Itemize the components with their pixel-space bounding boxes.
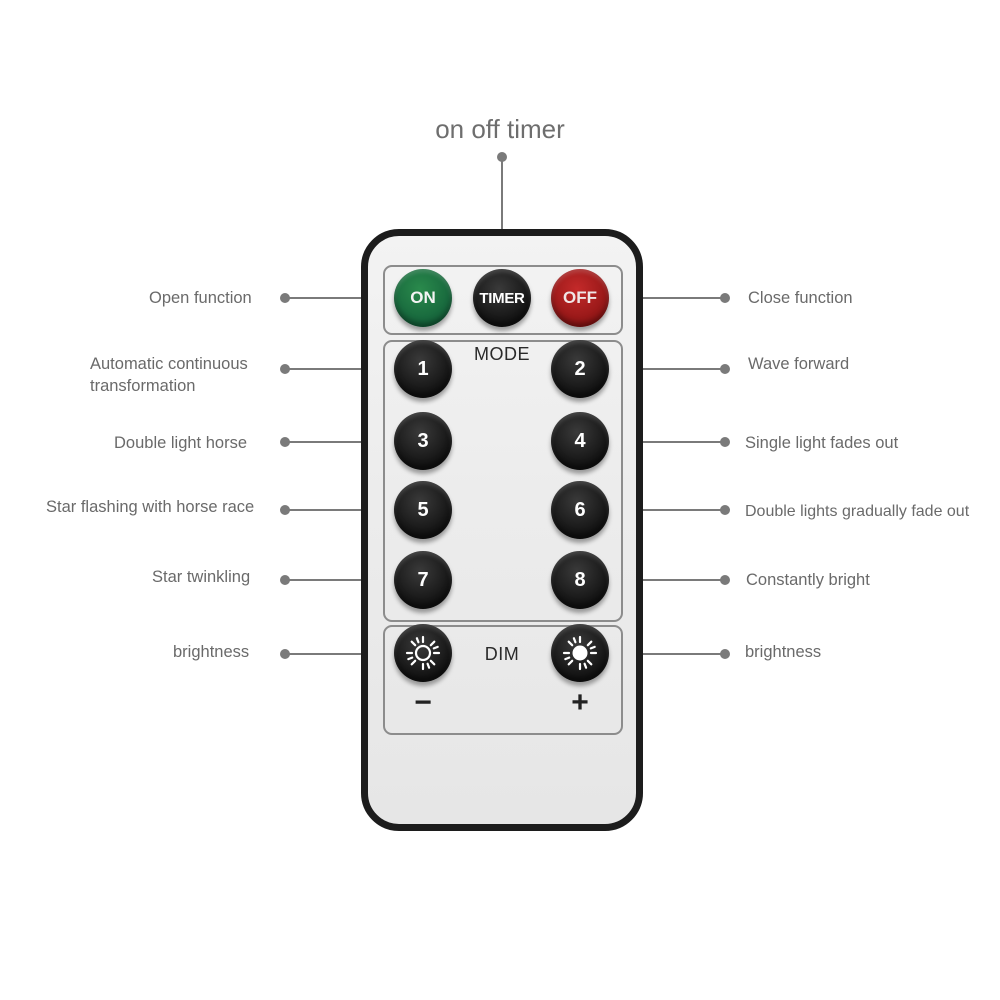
- mode-button-4-label: 4: [574, 429, 586, 452]
- timer-button[interactable]: TIMER: [473, 269, 531, 327]
- brightness-down-button[interactable]: [394, 624, 452, 682]
- label-single-fade: Single light fades out: [745, 434, 899, 452]
- mode-button-5-label: 5: [417, 498, 429, 521]
- label-close-function: Close function: [748, 289, 853, 307]
- mode-button-7[interactable]: 7: [394, 551, 452, 609]
- mode-button-6-label: 6: [574, 498, 586, 521]
- label-auto-transform-line2: transformation: [90, 377, 196, 395]
- brightness-minus-sign: −: [414, 686, 432, 719]
- mode-button-8-label: 8: [574, 568, 586, 591]
- mode-button-3[interactable]: 3: [394, 412, 452, 470]
- label-auto-transform-line1: Automatic continuous: [90, 355, 248, 373]
- mode-button-1[interactable]: 1: [394, 340, 452, 398]
- dim-panel: [383, 625, 623, 735]
- timer-callout-title: on off timer: [435, 114, 565, 144]
- brightness-up-button[interactable]: [551, 624, 609, 682]
- label-brightness-right: brightness: [745, 643, 822, 661]
- brightness-plus-sign: +: [571, 686, 589, 719]
- mode-button-2[interactable]: 2: [551, 340, 609, 398]
- label-star-twinkling: Star twinkling: [152, 568, 251, 586]
- mode-button-1-label: 1: [417, 357, 429, 380]
- mode-button-7-label: 7: [417, 568, 429, 591]
- on-button[interactable]: ON: [394, 269, 452, 327]
- label-brightness-left: brightness: [173, 643, 250, 661]
- mode-button-5[interactable]: 5: [394, 481, 452, 539]
- mode-panel: [383, 340, 623, 622]
- mode-button-2-label: 2: [574, 357, 586, 380]
- power-panel: [383, 265, 623, 335]
- label-wave-forward: Wave forward: [748, 355, 850, 373]
- label-star-horse-race: Star flashing with horse race: [46, 498, 255, 516]
- sun-outline-icon: [405, 635, 441, 671]
- mode-button-3-label: 3: [417, 429, 429, 452]
- dim-label: DIM: [484, 644, 520, 664]
- label-double-light-horse: Double light horse: [114, 434, 247, 452]
- sun-filled-icon: [562, 635, 598, 671]
- on-button-label: ON: [410, 288, 436, 307]
- label-constantly-bright: Constantly bright: [746, 571, 870, 589]
- label-open-function: Open function: [149, 289, 252, 307]
- mode-button-4[interactable]: 4: [551, 412, 609, 470]
- mode-label: MODE: [474, 344, 530, 364]
- timer-button-label: TIMER: [479, 289, 525, 307]
- off-button-label: OFF: [563, 288, 597, 307]
- off-button[interactable]: OFF: [551, 269, 609, 327]
- mode-button-6[interactable]: 6: [551, 481, 609, 539]
- label-double-fade: Double lights gradually fade out: [745, 503, 970, 520]
- mode-button-8[interactable]: 8: [551, 551, 609, 609]
